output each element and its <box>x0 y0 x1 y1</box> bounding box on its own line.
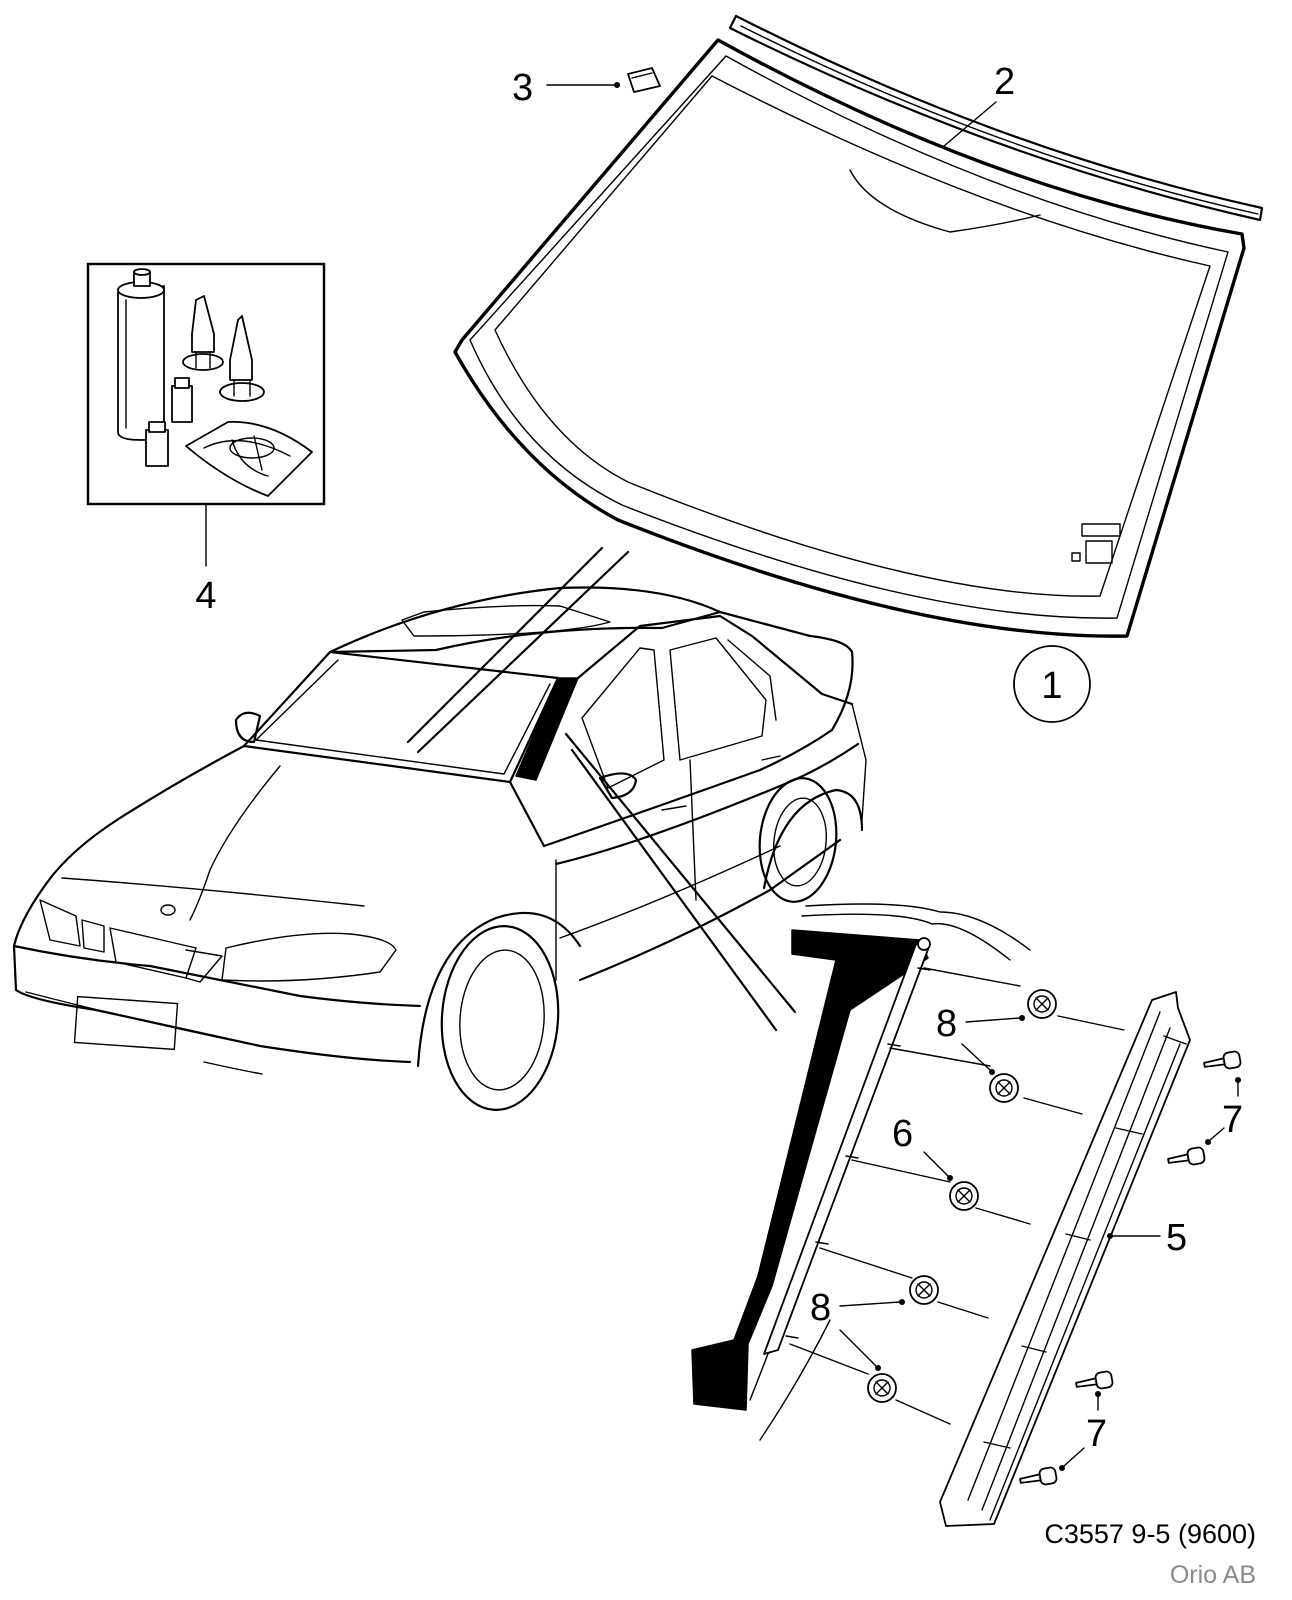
sensor-pad: 3 <box>512 67 661 109</box>
callout-8-lower: 8 <box>810 1287 831 1329</box>
clip-leader-lines <box>789 967 1125 1425</box>
adhesive-kit: 4 <box>86 262 326 617</box>
callout-7-upper: 7 <box>1222 1099 1243 1141</box>
callout-4: 4 <box>195 575 216 617</box>
pillar-trim <box>939 991 1191 1527</box>
windscreen-glass <box>453 38 1246 638</box>
leader-2 <box>943 101 997 147</box>
car-illustration <box>12 586 867 1111</box>
callout-3: 3 <box>512 67 533 109</box>
pillar-detail <box>691 903 1031 1441</box>
windscreen-moulding <box>728 14 1264 222</box>
callout-labels: 8 6 8 7 5 7 <box>810 1003 1243 1471</box>
drawing-code: C3557 9-5 (9600) <box>1044 1519 1256 1549</box>
pointer-lines <box>406 546 797 1032</box>
callout-6: 6 <box>892 1113 913 1155</box>
callout-5: 5 <box>1166 1217 1187 1259</box>
callout-2: 2 <box>994 61 1015 103</box>
company-name: Orio AB <box>1170 1561 1256 1589</box>
clips <box>867 989 1057 1403</box>
callout-7-lower: 7 <box>1086 1413 1107 1455</box>
callout-8-upper: 8 <box>936 1003 957 1045</box>
callout-1: 1 <box>1041 665 1062 707</box>
screws <box>1019 1050 1242 1486</box>
callout-1-circle: 1 <box>1013 645 1091 723</box>
